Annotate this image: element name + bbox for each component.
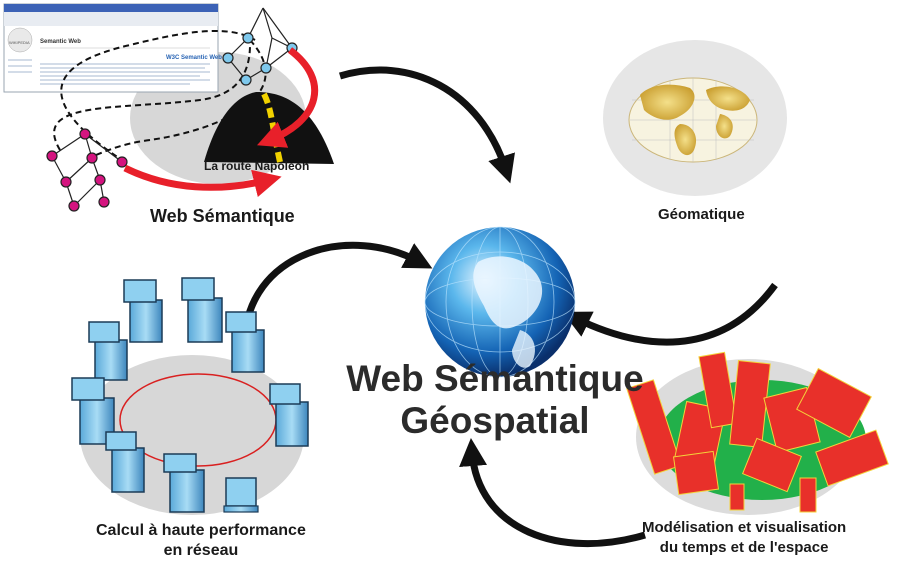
city-blocks-image <box>626 351 889 513</box>
computer-ring <box>71 277 309 513</box>
label-hpc-line2: en réseau <box>163 542 239 559</box>
browser-page-title: Semantic Web <box>40 39 81 45</box>
browser-screenshot <box>3 3 219 93</box>
central-title-line2: Géospatial <box>400 400 590 441</box>
central-title: Web Sémantique Géospatial <box>330 358 660 442</box>
arrow-model-to-globe <box>459 438 646 548</box>
globe-image <box>424 226 576 378</box>
computer-icon <box>269 383 309 447</box>
label-hpc: Calcul à haute performance en réseau <box>96 521 306 561</box>
computer-icon <box>105 431 145 493</box>
arrow-geo-to-globe <box>562 282 778 346</box>
computer-icon <box>163 453 205 513</box>
label-semantic-web: Web Sémantique <box>150 206 295 226</box>
blue-graph <box>222 7 298 86</box>
central-title-line1: Web Sémantique <box>346 358 644 399</box>
w3c-logo-text: W3C Semantic Web <box>166 55 222 61</box>
arrow-semweb-to-globe <box>338 66 515 184</box>
graph-dashed-links <box>53 29 267 163</box>
label-geomatics: Géomatique <box>658 206 745 223</box>
arrow-hpc-to-globe <box>241 241 433 351</box>
world-map-image <box>628 77 758 163</box>
wikipedia-logo-text: WIKIPEDIA <box>9 40 30 45</box>
label-modeling: Modélisation et visualisation du temps e… <box>642 518 846 558</box>
label-napoleon-road: La route Napoleon <box>204 159 310 173</box>
red-arrow-top <box>257 47 319 148</box>
computer-icon <box>123 279 163 343</box>
label-modeling-line2: du temps et de l'espace <box>659 539 829 556</box>
computer-icon <box>225 311 265 373</box>
computer-icon <box>181 277 223 343</box>
red-arrow-bottom <box>123 164 282 197</box>
computer-icon <box>88 321 128 381</box>
label-modeling-line1: Modélisation et visualisation <box>642 519 847 536</box>
pink-graph <box>46 128 128 212</box>
computer-icon <box>223 477 259 513</box>
label-hpc-line1: Calcul à haute performance <box>96 522 306 539</box>
